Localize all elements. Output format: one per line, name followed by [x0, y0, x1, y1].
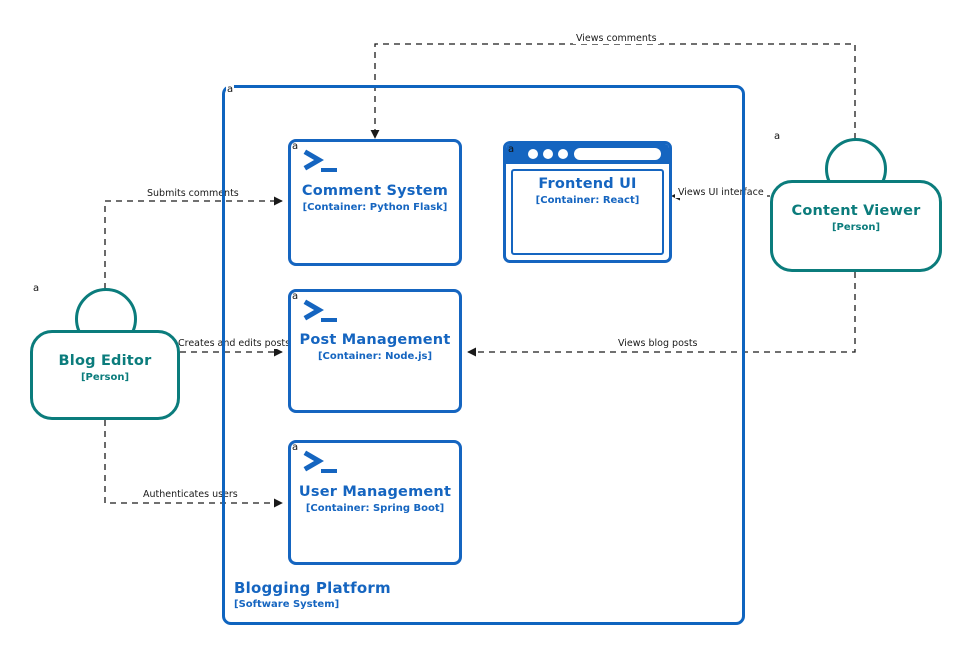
browser-dot-3-icon: [558, 149, 568, 159]
container-post-management-badge-a-icon: a: [292, 291, 299, 302]
edge-views-comments: [370, 43, 856, 150]
edge-views-blog-posts: [467, 272, 856, 357]
person-blog-editor-text: Blog Editor [Person]: [30, 353, 180, 383]
browser-viewport: Frontend UI [Container: React]: [511, 169, 664, 255]
browser-url-bar: [574, 148, 661, 160]
container-frontend-ui[interactable]: Frontend UI [Container: React]: [503, 141, 672, 263]
person-subtitle: [Person]: [831, 221, 881, 233]
container-subtitle: [Container: Spring Boot]: [305, 502, 445, 514]
container-user-management-badge-a-icon: a: [292, 442, 299, 453]
edge-label-authenticates-users: Authenticates users: [140, 489, 241, 500]
container-user-management-text: User Management [Container: Spring Boot]: [291, 484, 459, 514]
browser-dot-1-icon: [528, 149, 538, 159]
person-content-viewer-text: Content Viewer [Person]: [770, 203, 942, 233]
boundary-title: Blogging Platform: [234, 579, 391, 597]
container-frontend-ui-badge-a-icon: a: [508, 144, 515, 155]
container-comment-system-text: Comment System [Container: Python Flask]: [291, 183, 459, 213]
terminal-prompt-icon: [303, 450, 337, 473]
container-frontend-ui-text: Frontend UI [Container: React]: [513, 176, 662, 206]
person-blog-editor-badge-a-icon: a: [33, 283, 40, 294]
container-title: Comment System: [301, 183, 449, 199]
edge-submits-comments: [104, 196, 283, 300]
container-title: Post Management: [299, 332, 451, 348]
browser-title-bar: [506, 144, 669, 164]
person-content-viewer-badge-a-icon: a: [774, 131, 781, 142]
person-body-icon: [770, 180, 942, 272]
container-title: User Management: [298, 484, 452, 500]
container-user-management[interactable]: User Management [Container: Spring Boot]: [288, 440, 462, 565]
person-subtitle: [Person]: [80, 371, 130, 383]
container-subtitle: [Container: React]: [535, 194, 640, 206]
container-post-management[interactable]: Post Management [Container: Node.js]: [288, 289, 462, 413]
terminal-prompt-icon: [303, 149, 337, 172]
system-boundary-blogging-platform[interactable]: [222, 85, 745, 625]
container-subtitle: [Container: Node.js]: [317, 350, 433, 362]
container-title: Frontend UI: [538, 176, 637, 192]
boundary-badge-a-icon: a: [226, 84, 235, 95]
container-subtitle: [Container: Python Flask]: [302, 201, 448, 213]
person-body-icon: [30, 330, 180, 420]
person-blog-editor[interactable]: Blog Editor [Person]: [30, 288, 185, 423]
person-title: Blog Editor: [58, 353, 152, 369]
edge-label-views-ui-interface: Views UI interface: [675, 187, 767, 198]
edge-label-creates-and-edits-posts: Creates and edits posts: [175, 338, 294, 349]
edge-label-views-comments: Views comments: [573, 33, 660, 44]
edge-label-views-blog-posts: Views blog posts: [615, 338, 701, 349]
boundary-subtitle: [Software System]: [234, 598, 340, 610]
container-comment-system-badge-a-icon: a: [292, 141, 299, 152]
terminal-prompt-icon: [303, 299, 337, 322]
edge-label-submits-comments: Submits comments: [144, 188, 242, 199]
browser-dot-2-icon: [543, 149, 553, 159]
person-content-viewer[interactable]: Content Viewer [Person]: [770, 138, 945, 276]
container-post-management-text: Post Management [Container: Node.js]: [291, 332, 459, 362]
person-title: Content Viewer: [791, 203, 921, 219]
boundary-label-blogging-platform: Blogging Platform [Software System]: [234, 580, 391, 610]
container-comment-system[interactable]: Comment System [Container: Python Flask]: [288, 139, 462, 266]
